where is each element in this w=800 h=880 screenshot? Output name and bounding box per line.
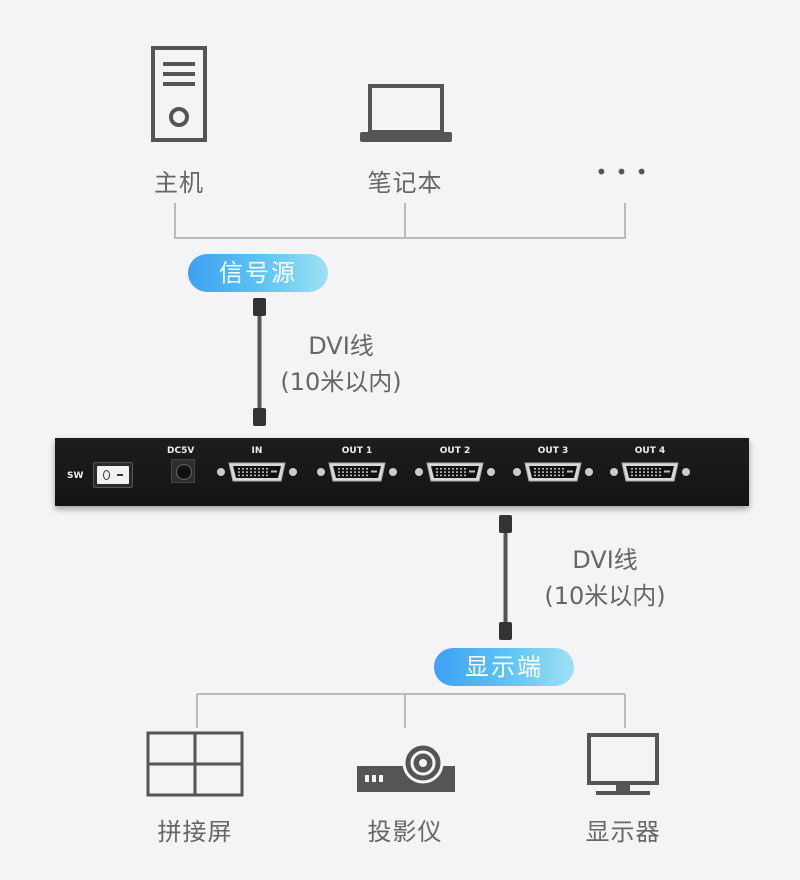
- source-label-laptop: 笔记本: [367, 169, 443, 197]
- power-switch[interactable]: [93, 462, 133, 488]
- display-label-monitor: 显示器: [585, 818, 661, 846]
- projector-icon: [357, 742, 455, 792]
- cable-top-type: DVI线: [308, 332, 374, 360]
- dvi-port[interactable]: [315, 460, 399, 484]
- port-label: IN: [251, 446, 263, 456]
- sw-label: SW: [67, 471, 84, 481]
- switch-on-mark: [103, 470, 110, 480]
- monitor-icon: [587, 733, 659, 795]
- dvi-connector-icon: [610, 462, 690, 482]
- dvi-port[interactable]: [608, 460, 692, 484]
- source-label-host: 主机: [154, 169, 204, 197]
- cable-top-length: (10米以内): [280, 368, 402, 396]
- dvi-port[interactable]: [511, 460, 595, 484]
- dvi-port[interactable]: [215, 460, 299, 484]
- power-label: DC5V: [167, 446, 195, 456]
- switch-off-mark: [117, 474, 123, 476]
- display-connector-lines: [196, 693, 626, 728]
- cable-bottom-length: (10米以内): [544, 582, 666, 610]
- dc-jack-hole: [176, 464, 192, 480]
- port-label: OUT 2: [439, 446, 471, 456]
- laptop-icon: [360, 84, 452, 142]
- port-label: OUT 3: [537, 446, 569, 456]
- dvi-cable-top: [253, 298, 266, 426]
- dvi-connector-icon: [513, 462, 593, 482]
- dvi-connector-icon: [317, 462, 397, 482]
- source-connector-lines: [174, 203, 626, 239]
- dvi-connector-icon: [217, 462, 297, 482]
- cable-bottom-label: DVI线 (10米以内): [520, 542, 690, 614]
- power-switch-rocker: [97, 466, 129, 484]
- cable-bottom-type: DVI线: [572, 546, 638, 574]
- ellipsis-icon: • • •: [595, 160, 649, 184]
- dvi-splitter-device: SW DC5V IN OUT 1 OUT 2 OUT 3 OUT 4: [55, 438, 749, 506]
- display-label-video-wall: 拼接屏: [157, 818, 233, 846]
- dc-power-jack[interactable]: [171, 459, 195, 483]
- video-wall-icon: [146, 731, 244, 797]
- display-end-badge: 显示端: [434, 648, 574, 686]
- cable-top-label: DVI线 (10米以内): [256, 328, 426, 400]
- desktop-tower-icon: [151, 46, 207, 142]
- dvi-connector-icon: [415, 462, 495, 482]
- display-label-projector: 投影仪: [367, 818, 443, 846]
- port-label: OUT 4: [634, 446, 666, 456]
- dvi-port[interactable]: [413, 460, 497, 484]
- signal-source-badge: 信号源: [188, 254, 328, 292]
- dvi-cable-bottom: [499, 515, 512, 640]
- port-label: OUT 1: [341, 446, 373, 456]
